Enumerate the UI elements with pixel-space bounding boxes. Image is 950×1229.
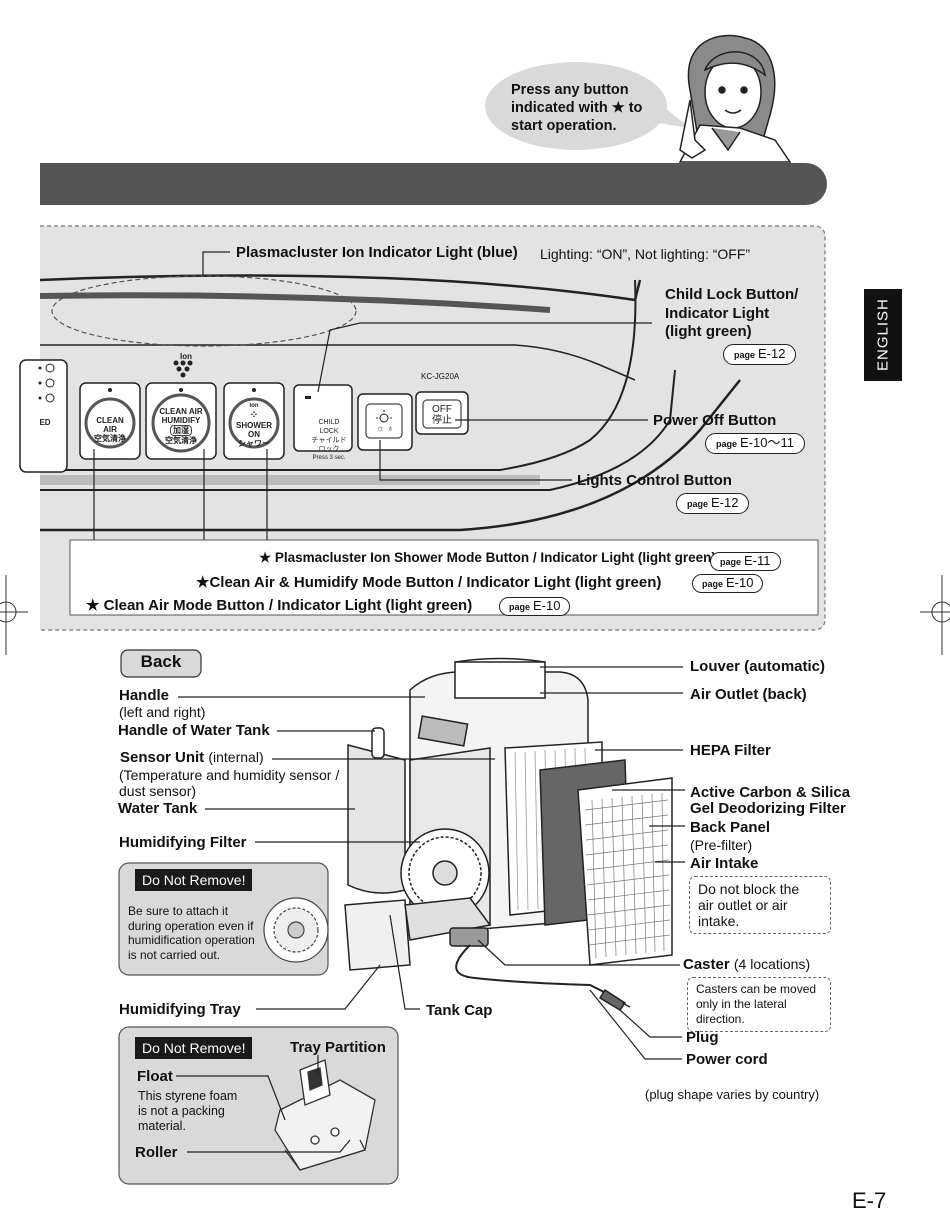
- plug-label: Plug: [686, 1029, 719, 1046]
- clean-air-mode-label: ★ Clean Air Mode Button / Indicator Ligh…: [86, 597, 473, 614]
- ion-label-top: Ion: [180, 352, 192, 361]
- air-outlet-label: Air Outlet (back): [690, 686, 807, 703]
- plug-shape-note: (plug shape varies by country): [645, 1087, 820, 1102]
- led-button-text: ED: [39, 418, 51, 427]
- humidifying-tray-label: Humidifying Tray: [119, 1001, 241, 1018]
- back-title-box: [120, 649, 202, 678]
- handle-tank-label: Handle of Water Tank: [118, 722, 270, 739]
- registration-mark-left: [0, 575, 28, 655]
- ion-indicator-label: Plasmacluster Ion Indicator Light (blue): [236, 244, 518, 261]
- louver-label: Louver (automatic): [690, 658, 826, 675]
- speech-bubble-text: Press any button indicated with ★ to sta…: [511, 82, 643, 134]
- humidifying-filter-label: Humidifying Filter: [119, 834, 247, 851]
- tray-do-not-remove: Do Not Remove!: [135, 1037, 253, 1059]
- page-number: E-7: [852, 1188, 887, 1213]
- air-intake-label: Air Intake: [690, 855, 759, 872]
- lights-control-label: Lights Control Button: [577, 472, 732, 489]
- float-label: Float: [137, 1068, 173, 1085]
- tank-cap-label: Tank Cap: [426, 1002, 493, 1019]
- child-lock-label-1: Child Lock Button/: [665, 286, 799, 303]
- child-lock-label-3: (light green): [665, 323, 752, 340]
- ion-indicator-note: Lighting: “ON”, Not lighting: “OFF”: [540, 246, 751, 262]
- purifier-back-illustration: [344, 657, 673, 1011]
- lights-control-button[interactable]: ☼ ♁: [376, 423, 394, 433]
- language-tab-bg: [864, 289, 902, 381]
- handle-sub-label: (left and right): [119, 704, 206, 720]
- tray-partition-label: Tray Partition: [290, 1039, 386, 1056]
- registration-mark-right: [920, 575, 950, 655]
- tray-illustration: [274, 1059, 376, 1171]
- handle-label: Handle: [119, 687, 170, 704]
- back-panel-label: Back Panel: [690, 819, 771, 836]
- pre-filter-label: (Pre-filter): [690, 837, 753, 853]
- sensor-sub-2: dust sensor): [119, 783, 197, 799]
- ion-indicator-highlight: [51, 275, 357, 347]
- carbon-filter-label-1: Active Carbon & Silica: [690, 784, 851, 801]
- filter-do-not-remove: Do Not Remove!: [135, 869, 253, 891]
- back-section-title: Back: [140, 652, 182, 671]
- clean-humidify-mode-label: ★Clean Air & Humidify Mode Button / Indi…: [196, 574, 662, 591]
- power-off-label: Power Off Button: [653, 412, 777, 429]
- ion-shower-mode-label: ★ Plasmacluster Ion Shower Mode Button /…: [259, 550, 716, 565]
- power-cord-label: Power cord: [686, 1051, 768, 1068]
- filter-wheel-thumbnail: [263, 897, 329, 963]
- language-tab: ENGLISH: [874, 298, 892, 372]
- section-header-bar: [40, 163, 827, 205]
- water-tank-label: Water Tank: [118, 800, 198, 817]
- carbon-filter-label-2: Gel Deodorizing Filter: [690, 800, 846, 817]
- child-lock-label-2: Indicator Light: [665, 305, 770, 322]
- guide-character-illustration: [678, 34, 792, 163]
- model-number: KC-JG20A: [421, 372, 460, 381]
- caster-label: Caster (4 locations): [683, 956, 811, 973]
- shower-ion-icon: ⁘: [249, 410, 259, 421]
- roller-label: Roller: [135, 1144, 178, 1161]
- sensor-sub-1: (Temperature and humidity sensor /: [119, 767, 340, 783]
- sensor-unit-label: Sensor Unit (internal): [120, 749, 264, 766]
- speech-bubble-shape: [485, 62, 690, 150]
- hepa-filter-label: HEPA Filter: [690, 742, 771, 759]
